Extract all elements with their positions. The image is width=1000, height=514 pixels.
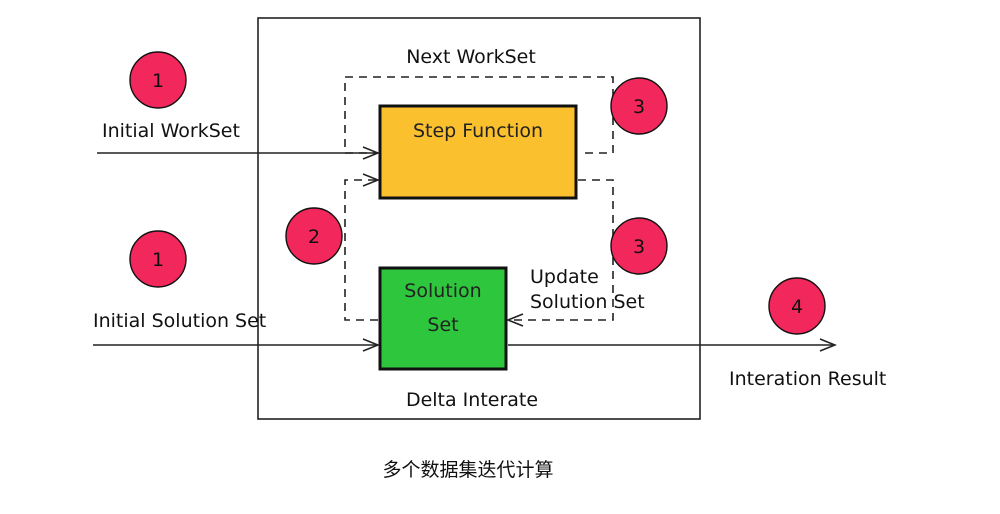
diagram-caption: 多个数据集迭代计算	[382, 459, 553, 481]
badge-result-number: 4	[791, 296, 803, 318]
delta-iterate-frame	[257, 17, 701, 420]
badge-initial-solution: 1	[129, 230, 187, 288]
update-label-line1: Update	[530, 266, 599, 288]
initial-solution-set-label: Initial Solution Set	[93, 310, 266, 332]
left-feedback-loop	[344, 180, 378, 321]
badge-next-workset-number: 3	[633, 96, 645, 118]
update-label-line2: Solution Set	[530, 291, 645, 313]
badge-result: 4	[768, 277, 826, 335]
solution-set-label-line1: Solution	[404, 280, 481, 302]
badge-feedback-left: 2	[285, 207, 343, 265]
badge-initial-workset-number: 1	[152, 70, 164, 92]
next-workset-label: Next WorkSet	[406, 46, 536, 68]
badge-initial-solution-number: 1	[152, 249, 164, 271]
badge-next-workset: 3	[610, 77, 668, 135]
iteration-result-label: Interation Result	[729, 368, 886, 390]
solution-set-label-line2: Set	[427, 314, 458, 336]
initial-workset-label: Initial WorkSet	[102, 120, 240, 142]
solution-set-box	[378, 266, 508, 371]
step-function-box	[378, 104, 578, 200]
badge-initial-workset: 1	[129, 51, 187, 109]
badge-feedback-left-number: 2	[308, 226, 320, 248]
badge-update-solution-number: 3	[633, 236, 645, 258]
delta-iterate-label: Delta Interate	[406, 389, 538, 411]
badge-update-solution: 3	[610, 217, 668, 275]
step-function-label: Step Function	[413, 120, 543, 142]
